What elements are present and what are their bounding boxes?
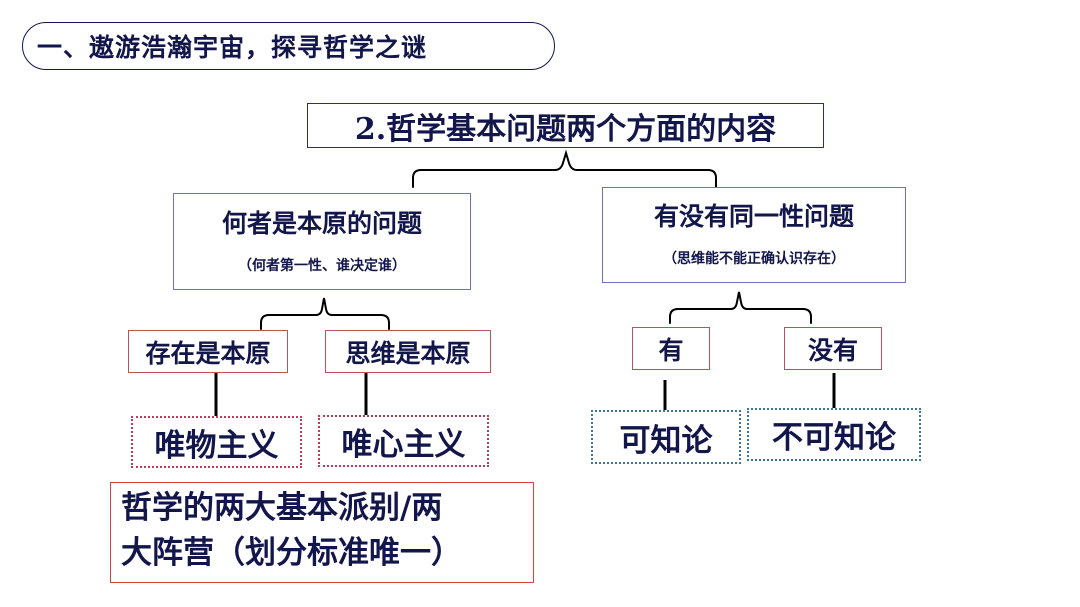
school-materialism-text: 唯物主义: [154, 427, 279, 464]
answer-thought-first-text: 思维是本原: [345, 338, 471, 368]
section-banner: 一、遨游浩瀚宇宙，探寻哲学之谜: [22, 22, 555, 70]
answer-yes-text: 有: [658, 335, 684, 365]
answer-existence-first: 存在是本原: [128, 330, 288, 373]
school-idealism-text: 唯心主义: [341, 426, 466, 463]
brace-left: [260, 297, 390, 330]
answer-no: 没有: [784, 327, 882, 370]
conclusion-line-1: 哲学的两大基本派别/两: [121, 490, 443, 526]
school-idealism: 唯心主义: [318, 415, 489, 467]
school-agnosticism-text: 不可知论: [772, 420, 896, 456]
answer-yes: 有: [632, 327, 710, 370]
aspect-identity-title: 有没有同一性问题: [653, 202, 854, 231]
answer-existence-first-text: 存在是本原: [145, 338, 271, 368]
answer-no-text: 没有: [807, 335, 858, 365]
school-knowability-text: 可知论: [619, 422, 713, 459]
conclusion-line-2: 大阵营（划分标准唯一）: [121, 535, 462, 571]
diagram-title: 2.哲学基本问题两个方面的内容: [307, 103, 824, 148]
school-materialism: 唯物主义: [131, 416, 302, 468]
aspect-box-identity: 有没有同一性问题 （思维能不能正确认识存在）: [602, 187, 906, 283]
aspect-box-origin: 何者是本原的问题 （何者第一性、谁决定谁）: [173, 193, 471, 290]
aspect-origin-title: 何者是本原的问题: [221, 208, 422, 238]
school-agnosticism: 不可知论: [747, 408, 921, 461]
aspect-origin-subtitle: （何者第一性、谁决定谁）: [238, 257, 406, 274]
answer-thought-first: 思维是本原: [325, 330, 491, 373]
conclusion-box: 哲学的两大基本派别/两 大阵营（划分标准唯一）: [110, 482, 534, 583]
school-knowability: 可知论: [591, 410, 741, 464]
banner-text: 一、遨游浩瀚宇宙，探寻哲学之谜: [37, 33, 428, 62]
brace-right: [669, 291, 812, 324]
brace-top: [412, 149, 717, 188]
diagram-title-text: 2.哲学基本问题两个方面的内容: [354, 111, 777, 147]
aspect-identity-subtitle: （思维能不能正确认识存在）: [663, 251, 845, 267]
